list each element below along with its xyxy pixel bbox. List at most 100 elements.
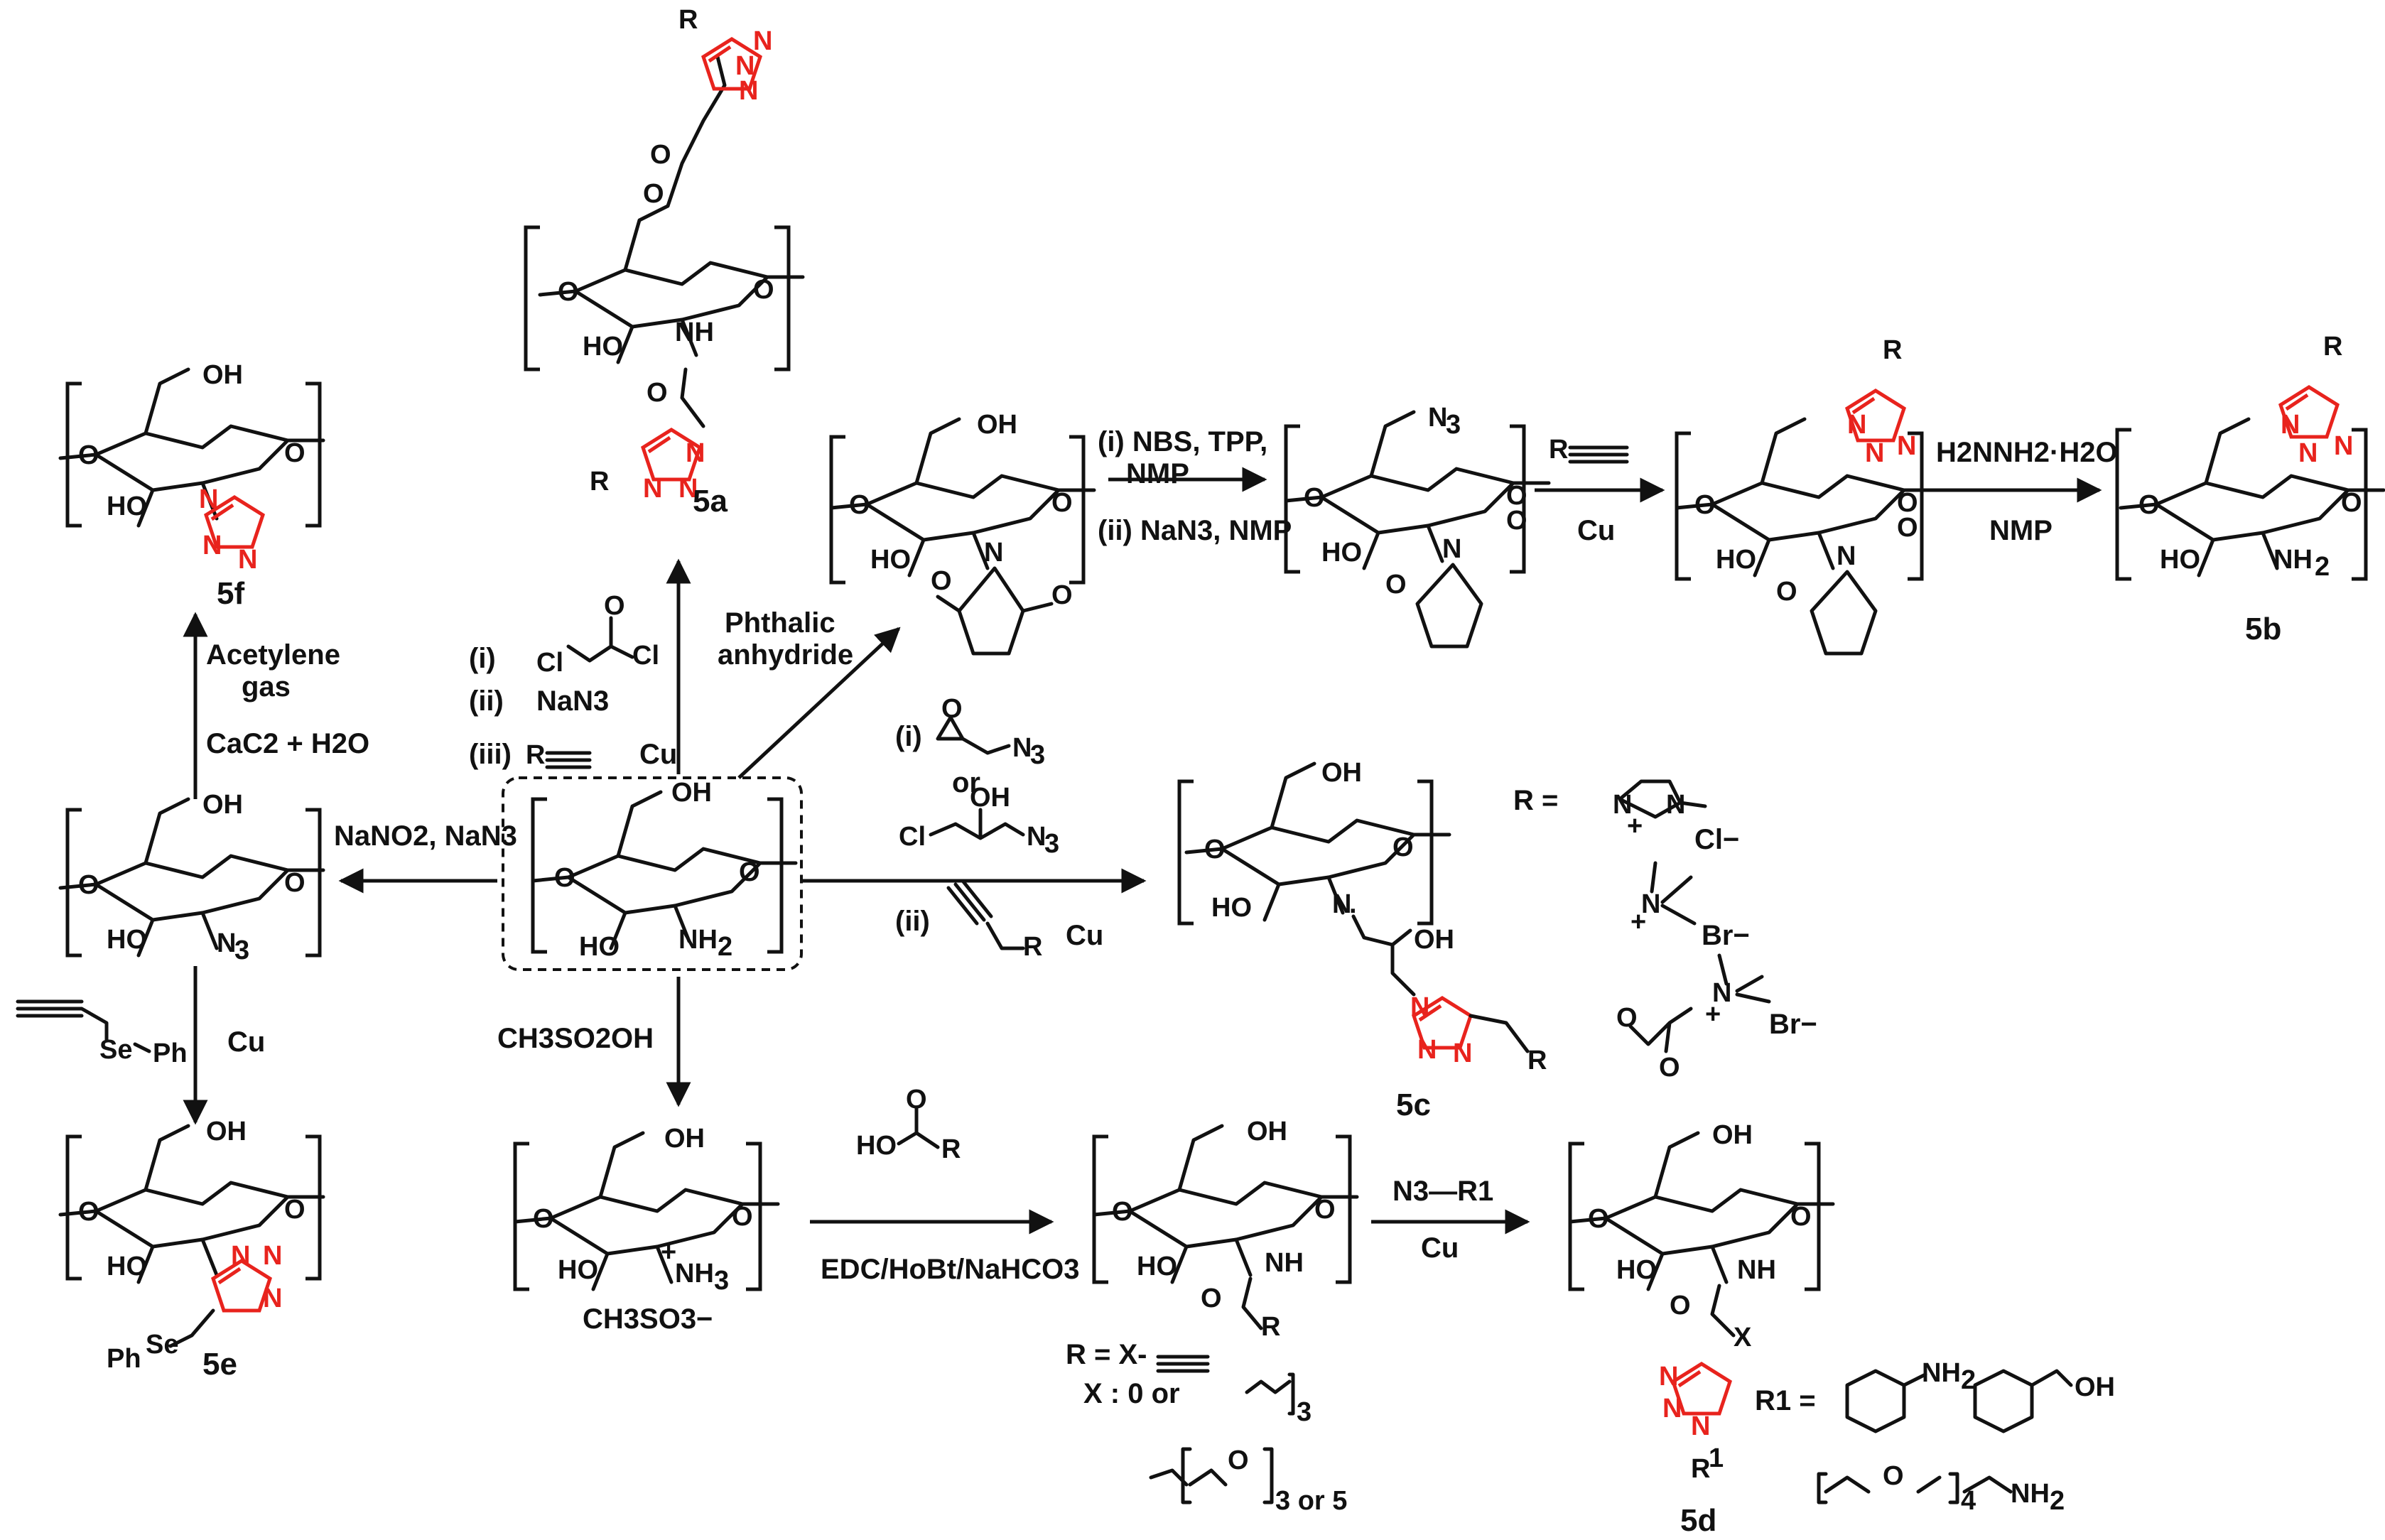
svg-text:NH: NH (675, 1259, 714, 1289)
svg-text:N: N (238, 545, 257, 575)
svg-text:N: N (263, 1241, 282, 1271)
svg-text:N: N (2298, 438, 2318, 468)
svg-text:O: O (284, 868, 305, 898)
compound-5f-structure: O OH O HO N N N (60, 360, 323, 575)
methylimidazolium: N N + (1613, 779, 1707, 841)
svg-text:O: O (2341, 488, 2362, 518)
acyl-chitosan: O OH O HO NH O R (1092, 1117, 1357, 1342)
svg-text:N: N (1847, 410, 1866, 440)
svg-text:HO: HO (1137, 1252, 1177, 1281)
svg-text:2: 2 (2315, 552, 2330, 582)
mesylate-counterion: CH3SO3− (583, 1303, 713, 1335)
bromide-counterion-2: Br− (1769, 1009, 1817, 1040)
azidomethyl-oxirane: O N3 (936, 694, 1045, 770)
reagent-hydrazine: H2NNH2·H2O (1936, 437, 2118, 468)
svg-text:N: N (1712, 978, 1731, 1008)
reagent-azide-copper: Cu (1421, 1232, 1459, 1264)
svg-text:O: O (1506, 506, 1527, 536)
svg-text:N: N (2334, 431, 2353, 461)
svg-text:OH: OH (977, 410, 1017, 440)
svg-text:O: O (1392, 833, 1414, 862)
svg-text:Cl: Cl (899, 822, 926, 852)
svg-text:Ph: Ph (153, 1039, 188, 1068)
triazole-phthaloyl-chitosan: O O HO N N N R N O O (1675, 335, 1940, 656)
wavy-bond-alkyne (1156, 1355, 1210, 1373)
compound-5a-label: 5a (693, 484, 728, 519)
reagent-se-copper: Cu (227, 1026, 265, 1058)
svg-text:X: X (1734, 1323, 1752, 1352)
svg-text:N: N (1659, 1362, 1678, 1392)
svg-text:O: O (284, 438, 305, 468)
benzyl-alcohol-substituent: OH (1973, 1369, 2115, 1433)
svg-text:O: O (284, 1195, 305, 1225)
reagent-click-copper: Cu (1577, 515, 1615, 546)
alkyne-r-reagent-2: R (1549, 435, 1629, 465)
reagent-epoxide-step-ii: (ii) (895, 906, 930, 937)
phthaloyl-chitosan: O OH O HO N O O (829, 410, 1094, 656)
svg-text:HO: HO (1321, 538, 1362, 568)
compound-5d-structure: O OH O HO NH O X N N N R1 (1568, 1120, 1833, 1484)
svg-text:N: N (1453, 1039, 1472, 1068)
svg-text:O: O (1051, 580, 1073, 610)
svg-text:N: N (1666, 790, 1685, 820)
svg-text:O: O (1670, 1291, 1691, 1321)
ester-trimethylammonium: O O N + (1616, 953, 1771, 1083)
svg-text:HO: HO (107, 492, 147, 521)
svg-text:O: O (1228, 1446, 1249, 1475)
svg-text:O: O (604, 591, 625, 621)
svg-text:N: N (686, 438, 705, 468)
reagent-nano2: NaNO2, NaN3 (334, 820, 517, 852)
svg-text:O: O (1385, 570, 1407, 600)
svg-text:N: N (199, 484, 218, 514)
svg-text:O: O (1051, 488, 1073, 518)
r-x-alkyne-label: R = X- (1066, 1339, 1147, 1370)
reagent-acetylene-1: Acetylene (206, 639, 340, 671)
svg-text:N: N (1027, 822, 1046, 852)
svg-text:N: N (1837, 541, 1856, 571)
svg-text:Cl: Cl (632, 641, 659, 671)
svg-text:N: N (202, 531, 222, 560)
svg-text:O: O (554, 863, 575, 893)
reagent-methanesulfonic: CH3SO2OH (497, 1023, 654, 1054)
compound-5f-label: 5f (217, 576, 244, 611)
svg-text:N: N (1442, 534, 1461, 564)
svg-text:4: 4 (1961, 1486, 1976, 1516)
alkyl-chain (1245, 1372, 1295, 1416)
svg-text:N: N (1613, 790, 1632, 820)
svg-text:OH: OH (1712, 1120, 1753, 1150)
svg-text:O: O (941, 694, 963, 724)
svg-text:N: N (643, 474, 662, 504)
compound-5e-structure: O OH O HO N N N Se Ph (60, 1117, 323, 1374)
svg-text:N: N (231, 1241, 250, 1271)
alkyne-r-reagent: R (526, 740, 592, 770)
svg-text:O: O (1314, 1195, 1336, 1225)
compound-5a-structure: O O HO NH O O N N N R O N N N R (524, 5, 803, 504)
svg-text:NH: NH (675, 318, 714, 347)
svg-text:O: O (1694, 490, 1716, 520)
svg-text:2: 2 (1961, 1365, 1976, 1395)
svg-text:N: N (1410, 992, 1429, 1022)
svg-text:R: R (1691, 1454, 1710, 1484)
svg-text:O: O (1897, 513, 1918, 543)
svg-text:3: 3 (1030, 740, 1045, 770)
svg-text:NH: NH (2011, 1479, 2050, 1509)
svg-text:O: O (1790, 1202, 1812, 1232)
svg-text:HO: HO (1616, 1255, 1657, 1285)
peg-chain: O 3 or 5 (1149, 1446, 1347, 1516)
svg-text:N: N (217, 928, 236, 958)
svg-text:O: O (1204, 835, 1226, 864)
svg-text:O: O (643, 179, 664, 209)
reagent-phthalic-1: Phthalic (725, 607, 835, 639)
svg-text:R: R (590, 467, 609, 497)
svg-text:.: . (1349, 889, 1357, 919)
svg-text:R: R (678, 5, 698, 35)
svg-text:3: 3 (714, 1266, 729, 1296)
reagent-acetylene-2: gas (242, 671, 291, 703)
svg-text:O: O (1616, 1003, 1638, 1033)
svg-text:R: R (1023, 932, 1042, 962)
svg-text:NH: NH (1922, 1358, 1961, 1388)
svg-text:R: R (1549, 435, 1568, 465)
alkyl-chain-repeat: 3 (1297, 1397, 1312, 1427)
svg-text:OH: OH (2075, 1372, 2115, 1402)
